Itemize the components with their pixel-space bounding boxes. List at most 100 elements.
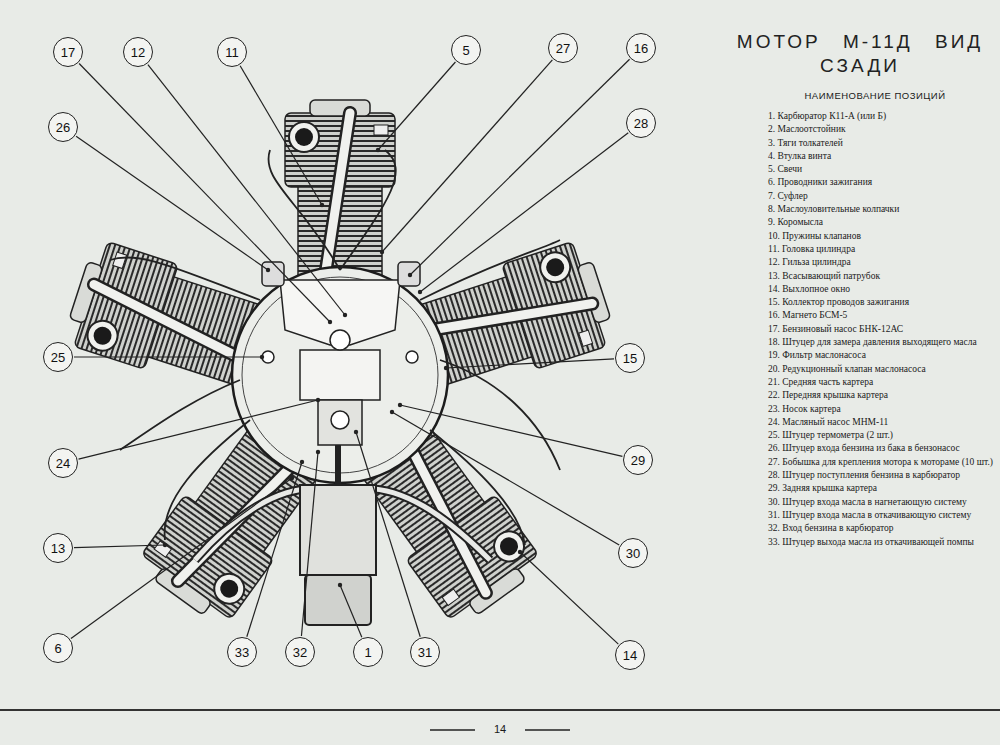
parts-list-item: 29. Задняя крышка картера: [768, 482, 996, 495]
leader-dot: [343, 313, 347, 317]
leader-dot: [354, 430, 358, 434]
leader-dot: [518, 550, 522, 554]
parts-list-item: 14. Выхлопное окно: [768, 283, 996, 296]
leader-dot: [390, 410, 394, 414]
callout-circle: 17: [53, 37, 83, 67]
leader-dot: [316, 450, 320, 454]
callout-number: 13: [51, 541, 65, 556]
callout-circle: 29: [623, 445, 653, 475]
parts-list-item: 32. Вход бензина в карбюратор: [768, 522, 996, 535]
leader-line: [79, 400, 318, 459]
callout-number: 26: [56, 120, 70, 135]
leader-line: [71, 478, 292, 639]
leader-line: [76, 136, 268, 270]
leader-line: [247, 462, 302, 637]
leader-line: [148, 65, 345, 315]
parts-list-item: 12. Гильза цилиндра: [768, 256, 996, 269]
leader-dot: [260, 355, 264, 359]
callout-circle: 25: [43, 342, 73, 372]
callout-circle: 12: [123, 37, 153, 67]
callout-number: 24: [56, 456, 70, 471]
leader-line: [378, 62, 455, 150]
leader-dot: [320, 203, 324, 207]
callout-circle: 27: [548, 33, 578, 63]
callout-number: 27: [556, 41, 570, 56]
callout-number: 30: [626, 546, 640, 561]
callout-number: 32: [293, 645, 307, 660]
parts-list-item: 11. Головка цилиндра: [768, 243, 996, 256]
callout-number: 28: [634, 116, 648, 131]
leader-dot: [163, 543, 167, 547]
callout-circle: 30: [618, 538, 648, 568]
parts-list: 1. Карбюратор К11-А (или Б)2. Маслоотсто…: [768, 110, 996, 549]
leader-dot: [398, 403, 402, 407]
leader-line: [356, 432, 420, 637]
leader-dot: [408, 273, 412, 277]
callout-number: 33: [235, 645, 249, 660]
leader-dot: [266, 268, 270, 272]
parts-list-item: 10. Пружины клапанов: [768, 230, 996, 243]
parts-list-item: 27. Бобышка для крепления мотора к мотор…: [768, 456, 996, 469]
parts-list-item: 28. Штуцер поступления бензина в карбюра…: [768, 469, 996, 482]
leader-dot: [376, 148, 380, 152]
leader-dot: [418, 290, 422, 294]
leader-line: [520, 552, 618, 644]
leader-line: [79, 63, 330, 322]
callout-circle: 11: [217, 37, 247, 67]
leader-dot: [338, 583, 342, 587]
callout-circle: 13: [43, 533, 73, 563]
parts-list-item: 2. Маслоотстойник: [768, 123, 996, 136]
parts-list-item: 30. Штуцер входа масла в нагнетающую сис…: [768, 496, 996, 509]
callout-number: 11: [225, 45, 239, 60]
leader-line: [420, 133, 628, 292]
callout-circle: 26: [48, 112, 78, 142]
callout-number: 5: [462, 43, 469, 58]
leader-line: [410, 59, 630, 275]
parts-list-item: 25. Штуцер термометра (2 шт.): [768, 429, 996, 442]
callout-circle: 28: [626, 108, 656, 138]
callout-circle: 5: [451, 35, 481, 65]
callout-number: 31: [418, 645, 432, 660]
parts-list-item: 26. Штуцер входа бензина из бака в бензо…: [768, 442, 996, 455]
callout-number: 14: [623, 648, 637, 663]
parts-list-item: 8. Маслоуловительные колпачки: [768, 203, 996, 216]
parts-list-item: 31. Штуцер входа масла в откачивающую си…: [768, 509, 996, 522]
leader-dot: [444, 366, 448, 370]
leader-line: [400, 405, 622, 456]
callout-number: 6: [54, 641, 61, 656]
callout-circle: 6: [43, 633, 73, 663]
callout-number: 29: [631, 453, 645, 468]
parts-list-item: 19. Фильтр маслонасоса: [768, 349, 996, 362]
parts-list-item: 21. Средняя часть картера: [768, 376, 996, 389]
parts-list-item: 15. Коллектор проводов зажигания: [768, 296, 996, 309]
leader-line: [74, 545, 165, 548]
parts-list-item: 16. Магнето БСМ-5: [768, 309, 996, 322]
title: МОТОР М-11Д ВИД СЗАДИ: [735, 30, 985, 78]
callout-circle: 14: [615, 640, 645, 670]
leader-dot: [290, 476, 294, 480]
leader-line: [392, 412, 619, 545]
parts-list-item: 4. Втулка винта: [768, 150, 996, 163]
parts-list-item: 5. Свечи: [768, 163, 996, 176]
leader-line: [382, 60, 552, 252]
leader-dot: [328, 320, 332, 324]
callout-number: 17: [61, 45, 75, 60]
callout-circle: 32: [285, 637, 315, 667]
parts-list-item: 6. Проводники зажигания: [768, 176, 996, 189]
callout-number: 15: [623, 351, 637, 366]
parts-list-item: 1. Карбюратор К11-А (или Б): [768, 110, 996, 123]
callout-number: 16: [634, 41, 648, 56]
parts-list-item: 17. Бензиновый насос БНК-12АС: [768, 323, 996, 336]
parts-list-item: 33. Штуцер выхода масла из откачивающей …: [768, 536, 996, 549]
leader-line: [446, 359, 614, 368]
parts-list-item: 7. Суфлер: [768, 190, 996, 203]
parts-list-item: 23. Носок картера: [768, 403, 996, 416]
callout-circle: 15: [615, 343, 645, 373]
leader-line: [301, 452, 318, 636]
callout-number: 1: [364, 645, 371, 660]
list-heading: НАИМЕНОВАНИЕ ПОЗИЦИЙ: [770, 90, 980, 101]
parts-list-item: 9. Коромысла: [768, 216, 996, 229]
callout-circle: 33: [227, 637, 257, 667]
leader-dot: [300, 460, 304, 464]
parts-list-item: 3. Тяги толкателей: [768, 137, 996, 150]
